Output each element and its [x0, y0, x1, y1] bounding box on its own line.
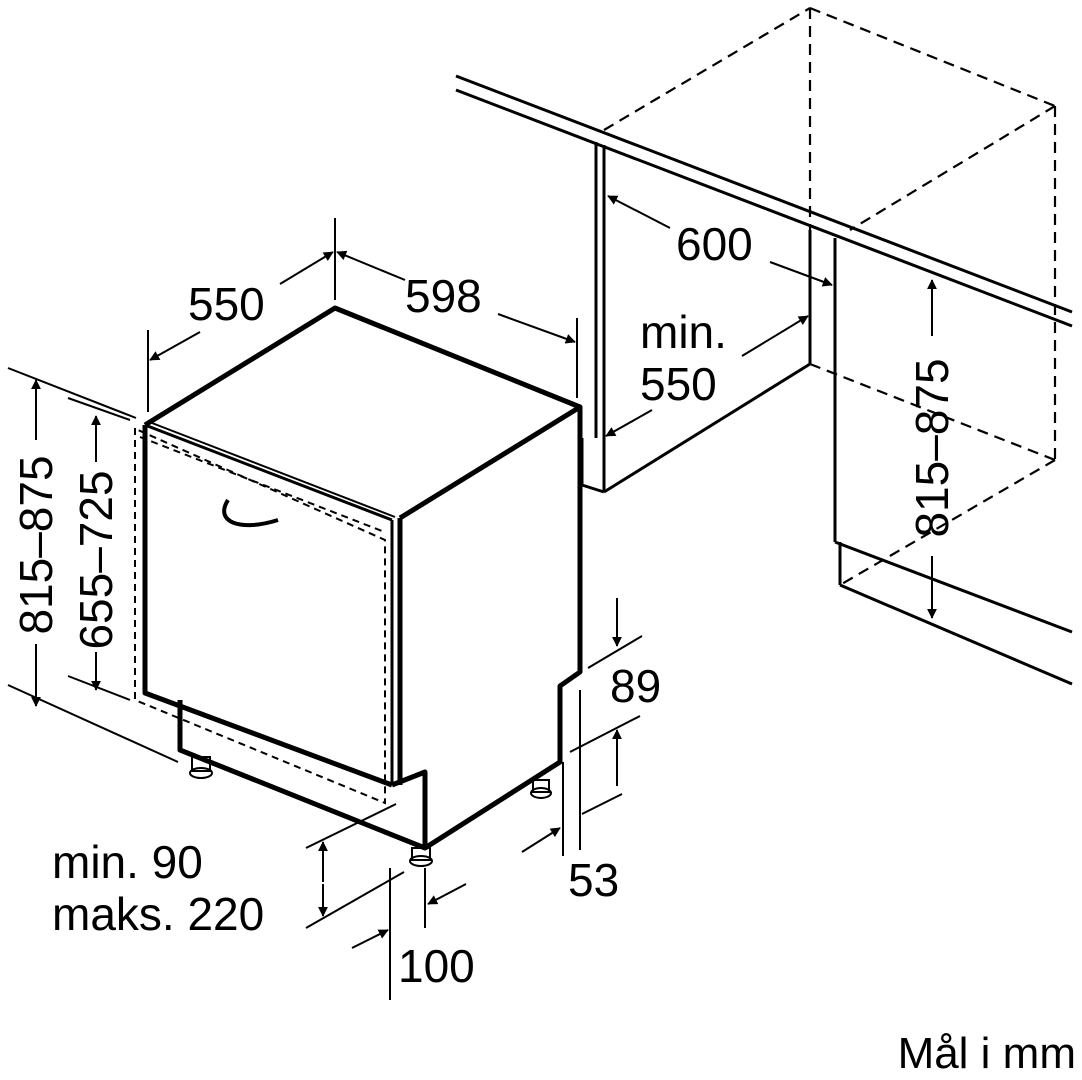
width-550-label: 550 [188, 278, 265, 330]
adjustable-foot-icon [409, 847, 433, 867]
adjustable-foot-icon [189, 756, 213, 779]
plinth-max-label: maks. 220 [52, 888, 264, 940]
width-598-label: 598 [405, 270, 482, 322]
adjustable-foot-icon [530, 779, 552, 799]
installation-niche [455, 6, 1073, 686]
unit-note: Mål i mm [898, 1029, 1076, 1078]
niche-height-label: 815–875 [906, 358, 958, 537]
niche-min-value-label: 550 [640, 358, 717, 410]
niche-min-label: min. [640, 306, 727, 358]
niche-depth-600-label: 600 [676, 218, 753, 270]
door-handle-icon [222, 498, 279, 528]
plinth-53-label: 53 [568, 854, 619, 906]
plinth-89-label: 89 [610, 660, 661, 712]
appliance-height-label: 815–875 [10, 455, 62, 634]
plinth-min-label: min. 90 [52, 836, 203, 888]
foot-100-label: 100 [398, 940, 475, 992]
door-height-label: 655–725 [70, 470, 122, 649]
dishwasher-body [134, 305, 583, 867]
dimension-lines [7, 195, 937, 1000]
